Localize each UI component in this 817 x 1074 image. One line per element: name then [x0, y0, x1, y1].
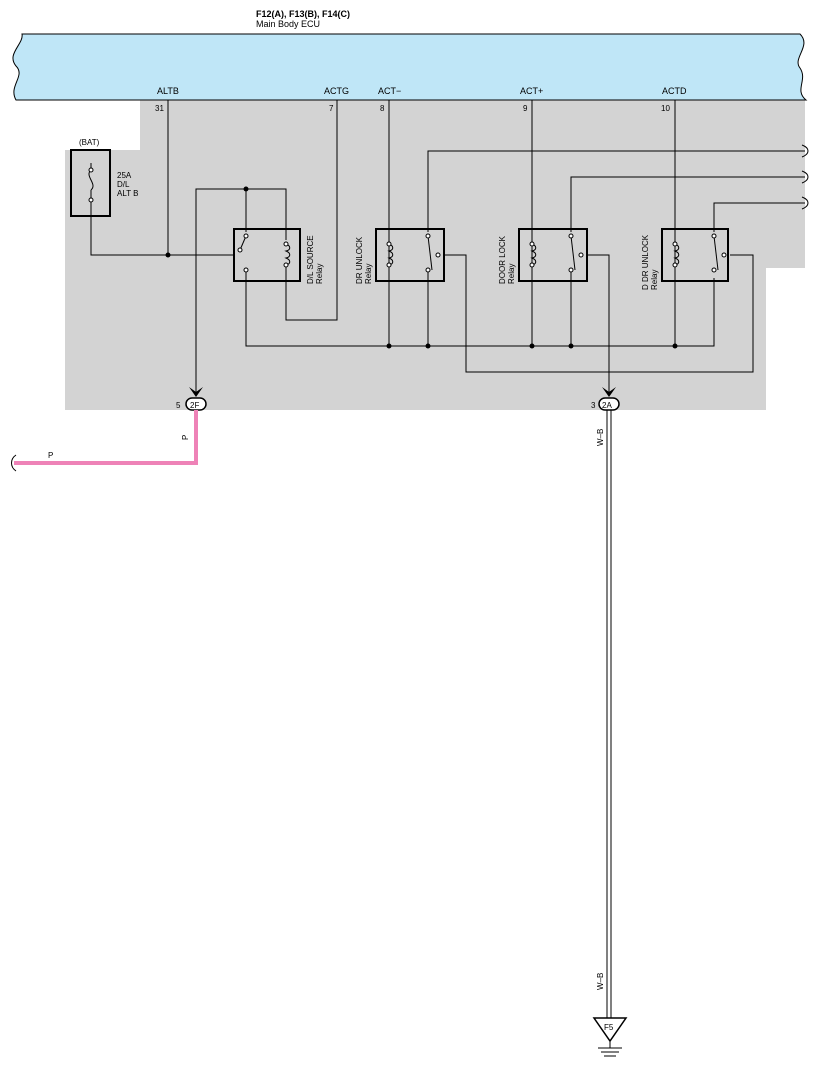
- wb-label-bottom: W–B: [596, 973, 605, 990]
- connector-list: F12(A), F13(B), F14(C): [256, 9, 350, 19]
- coil-icon: [387, 243, 394, 266]
- connector-2f: [185, 387, 207, 411]
- pin-number-actd: 10: [661, 104, 670, 113]
- relay-sub-d-dr-unlock: Relay: [650, 270, 659, 290]
- switch-contact-icon: [713, 235, 719, 271]
- pin-name-altb: ALTB: [157, 86, 179, 96]
- ecu-name: Main Body ECU: [256, 19, 320, 29]
- connector-2a-pin: 3: [591, 401, 596, 410]
- fuse-line2: ALT B: [117, 189, 139, 198]
- connector-2f-id: 2F: [190, 401, 199, 410]
- relay-sub-door-lock: Relay: [507, 264, 516, 284]
- pin-number-act-minus: 8: [380, 104, 385, 113]
- wire-break-left: [11, 454, 17, 472]
- ecu-internal-area: [65, 98, 805, 410]
- pin-number-actg: 7: [329, 104, 334, 113]
- arrow-down-icon: [189, 387, 203, 397]
- ground-id: F5: [604, 1023, 614, 1032]
- coil-icon: [284, 243, 291, 266]
- junction-dots: [165, 186, 678, 349]
- ecu-band: [12, 33, 808, 101]
- switch-contact-icon: [239, 235, 247, 251]
- pink-wire-label-horizontal: P: [48, 451, 53, 460]
- coil-icon: [530, 243, 537, 266]
- fuse-line1: D/L: [117, 180, 130, 189]
- connector-2a: [598, 387, 620, 411]
- pin-name-act-minus: ACT−: [378, 86, 401, 96]
- relay-dr-unlock: [375, 228, 445, 282]
- relay-name-dr-unlock: DR UNLOCK: [355, 236, 364, 284]
- relay-d-dr-unlock: [661, 228, 729, 282]
- wb-label-top: W–B: [596, 429, 605, 446]
- relay-sub-dr-unlock: Relay: [364, 264, 373, 284]
- pin-name-actg: ACTG: [324, 86, 349, 96]
- relay-sub-dl-source: Relay: [315, 264, 324, 284]
- pin-number-altb: 31: [155, 104, 164, 113]
- connector-2f-pin: 5: [176, 401, 181, 410]
- pin-name-act-plus: ACT+: [520, 86, 543, 96]
- relay-dl-source: [233, 228, 301, 282]
- pin-number-act-plus: 9: [523, 104, 528, 113]
- wb-wire: [606, 410, 612, 1018]
- relay-name-door-lock: DOOR LOCK: [498, 235, 507, 284]
- switch-contact-icon: [427, 235, 433, 271]
- coil-icon: [673, 243, 680, 266]
- connector-2a-id: 2A: [602, 401, 612, 410]
- fuse-rating: 25A: [117, 171, 132, 180]
- arrow-down-icon: [602, 387, 616, 397]
- relay-door-lock: [518, 228, 588, 282]
- pin-name-actd: ACTD: [662, 86, 687, 96]
- relay-name-d-dr-unlock: D DR UNLOCK: [641, 234, 650, 290]
- wire-continuation-breaks: [801, 144, 809, 210]
- pink-wire: [14, 410, 198, 465]
- ground-icon: [592, 1017, 628, 1057]
- circuit-wires: [90, 100, 805, 396]
- fuse-source: (BAT): [79, 138, 100, 147]
- relay-name-dl-source: D/L SOURCE: [306, 235, 315, 284]
- pink-wire-label-vertical: P: [181, 435, 190, 440]
- switch-contact-icon: [570, 235, 576, 271]
